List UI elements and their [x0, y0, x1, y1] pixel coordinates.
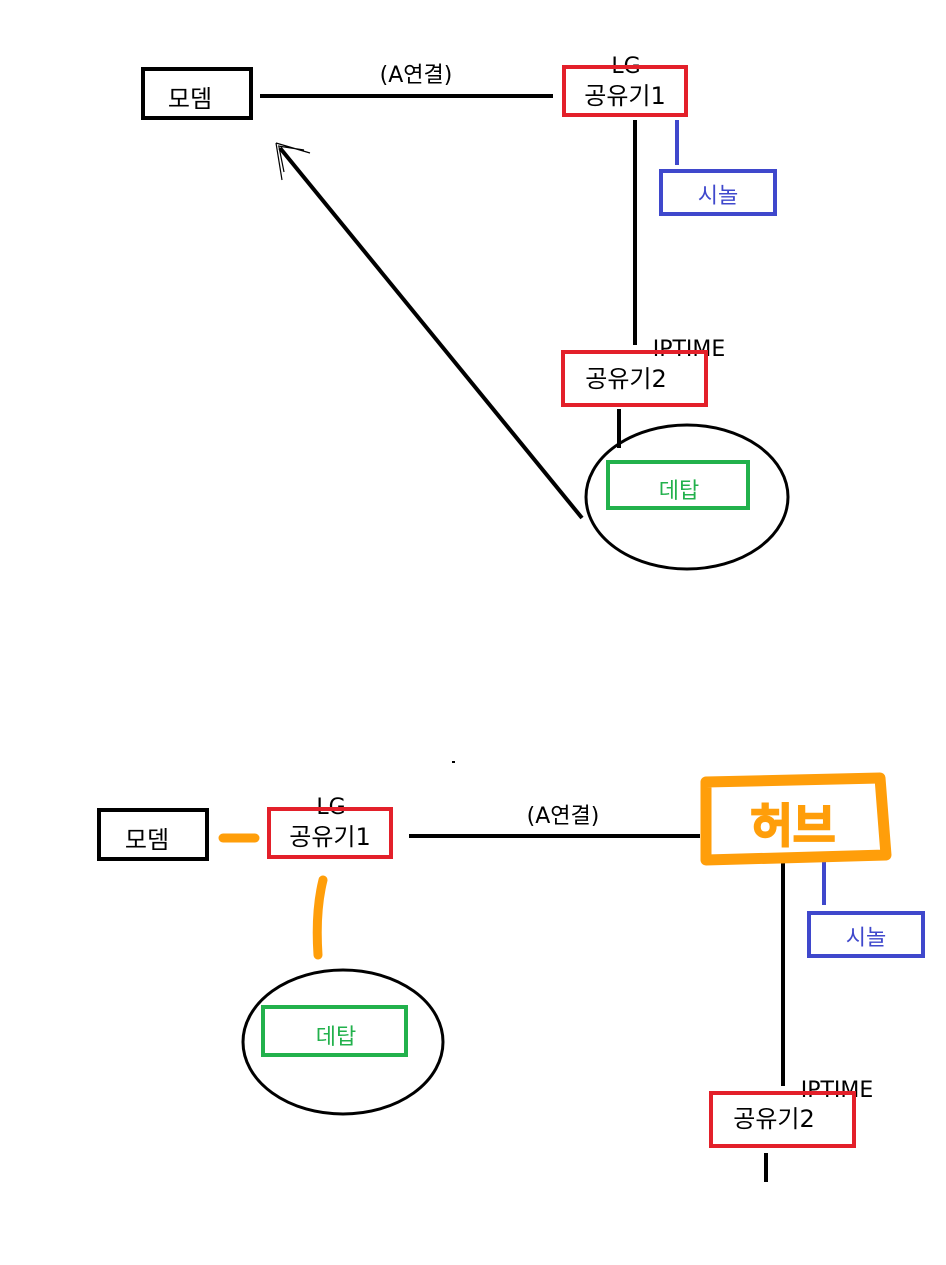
top-router2-label: 공유기2: [585, 365, 667, 393]
bottom-modem-label: 모뎀: [125, 826, 169, 854]
bottom-router1-box: [267, 807, 393, 859]
top-arrowhead-icon: [275, 142, 311, 181]
bottom-hub-label: 허브: [751, 799, 836, 853]
bottom-hub: 허브: [700, 772, 892, 866]
top-router1-box: [562, 65, 688, 117]
top-desktop-box: [606, 460, 750, 510]
bottom-diagram: 모뎀 LG 공유기1 (A연결) 허브 시놀 데탑 IPTIME 공유기2: [97, 772, 925, 1182]
top-router2-brand: IPTIME: [653, 337, 726, 362]
top-diagram: 모뎀 (A연결) LG 공유기1 시놀 IPTIME 공유기2 데탑: [141, 54, 790, 571]
bottom-desktop-ellipse: [241, 968, 445, 1116]
top-sinol-box: [659, 169, 777, 216]
top-modem-label: 모뎀: [168, 85, 212, 113]
bottom-router2-brand: IPTIME: [801, 1078, 874, 1103]
top-sinol-label: 시놀: [698, 184, 738, 209]
bottom-sinol-label: 시놀: [846, 926, 886, 951]
top-connection-label: (A연결): [380, 63, 453, 88]
stray-dot: [452, 761, 455, 763]
top-desktop-ellipse: [584, 423, 790, 571]
bottom-router2-label: 공유기2: [733, 1105, 815, 1133]
top-desktop-modem-arrow-line: [278, 146, 584, 520]
bottom-desktop-box: [261, 1005, 408, 1057]
top-desktop-label: 데탑: [659, 479, 699, 504]
bottom-sinol-box: [807, 911, 925, 958]
bottom-connection-label: (A연결): [527, 804, 600, 829]
bottom-desktop-label: 데탑: [316, 1025, 356, 1050]
bottom-router1-label: 공유기1: [289, 823, 371, 851]
bottom-hub-outline: [700, 772, 892, 866]
bottom-modem-box: [97, 808, 209, 861]
top-modem-box: [141, 67, 253, 120]
top-router1-label: 공유기1: [584, 82, 666, 110]
bottom-router2-box: [709, 1091, 856, 1148]
bottom-router1-desktop-link: [312, 875, 328, 960]
top-router2-box: [561, 350, 708, 407]
